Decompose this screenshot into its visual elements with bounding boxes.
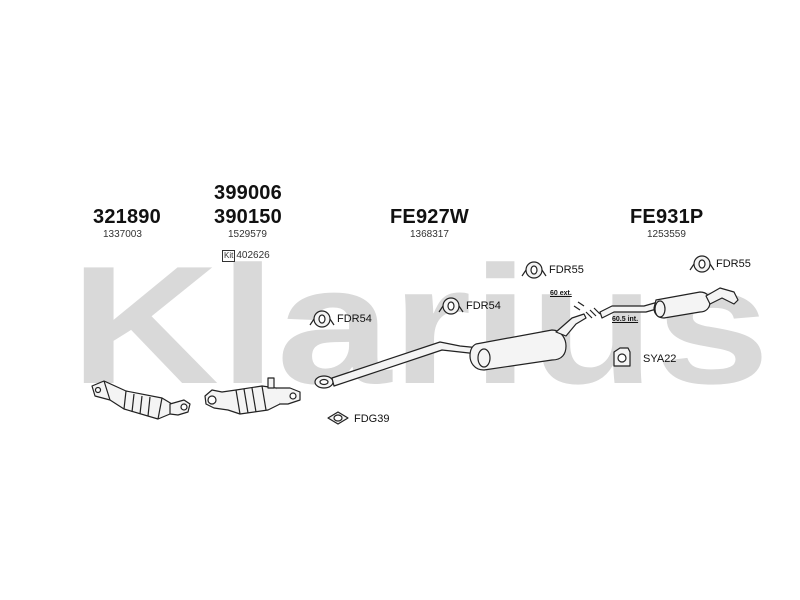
rubber-mount-fdr54-left[interactable]: [309, 310, 335, 328]
dimension-60-5-int: 60.5 int.: [612, 316, 639, 323]
dimension-60-ext: 60 ext.: [550, 290, 572, 297]
rubber-mount-fdr54-mid[interactable]: [438, 297, 464, 315]
label-fdr54-mid: FDR54: [466, 300, 501, 312]
part-number-321890[interactable]: 321890: [93, 206, 161, 228]
oem-number-1253559: 1253559: [647, 229, 686, 240]
kit-number: 402626: [236, 250, 270, 261]
gasket-fdg39[interactable]: [327, 411, 349, 425]
rubber-mount-fdr55-left[interactable]: [521, 261, 547, 279]
part-number-fe927w[interactable]: FE927W: [390, 206, 470, 228]
center-silencer-fe927w[interactable]: [469, 313, 587, 371]
part-number-399006[interactable]: 399006: [214, 182, 282, 204]
flange-ring[interactable]: [314, 375, 334, 389]
catalytic-converter-390150[interactable]: [204, 377, 301, 415]
dimension-markers: [573, 301, 601, 319]
oem-number-1337003: 1337003: [103, 229, 142, 240]
center-pipe-fe927w[interactable]: [331, 341, 481, 387]
label-fdg39: FDG39: [354, 413, 390, 425]
label-sya22: SYA22: [643, 353, 677, 365]
kit-badge-icon: Kit: [222, 250, 236, 262]
label-fdr55-left: FDR55: [549, 264, 584, 276]
clamp-sya22[interactable]: [613, 347, 631, 367]
part-number-390150[interactable]: 390150: [214, 206, 282, 228]
label-fdr55-right: FDR55: [716, 258, 751, 270]
part-number-fe931p[interactable]: FE931P: [630, 206, 704, 228]
rear-silencer-fe931p[interactable]: [653, 287, 739, 319]
oem-number-1529579: 1529579: [228, 229, 267, 240]
rubber-mount-fdr55-right[interactable]: [689, 255, 715, 273]
oem-number-1368317: 1368317: [410, 229, 449, 240]
svg-text:Klarius: Klarius: [70, 255, 770, 390]
label-fdr54-left: FDR54: [337, 313, 372, 325]
klarius-watermark-logo: Klarius: [70, 255, 770, 390]
catalytic-converter-321890[interactable]: [91, 380, 191, 420]
